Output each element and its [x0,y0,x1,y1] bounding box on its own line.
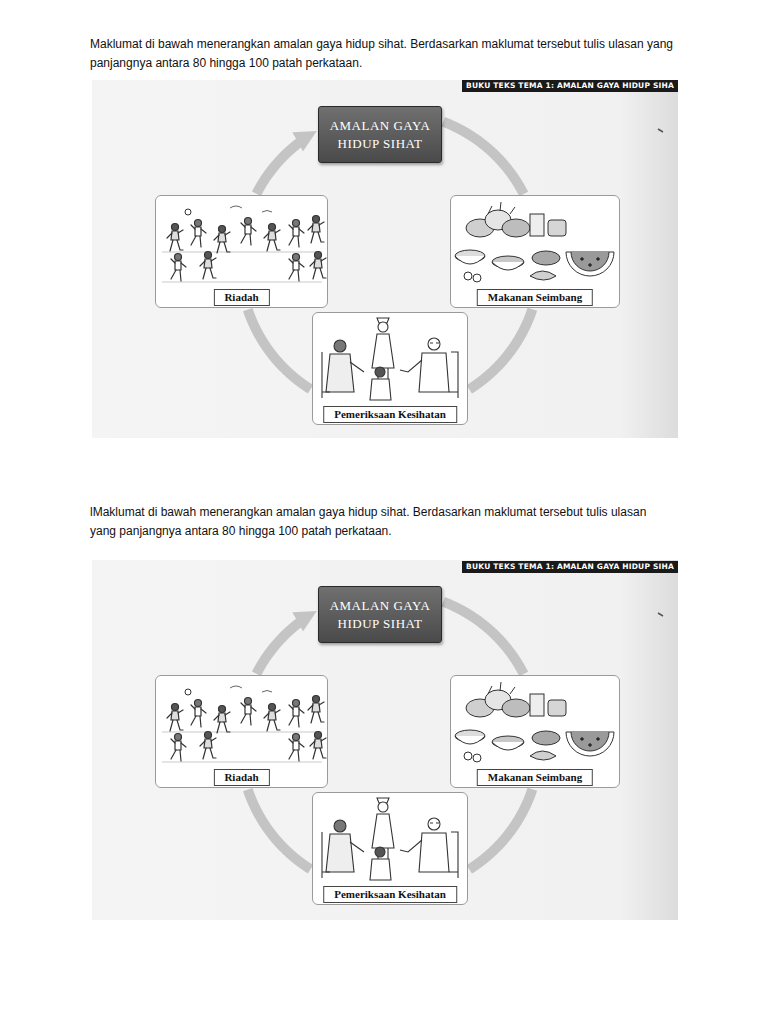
box-label: Pemeriksaan Kesihatan [323,886,457,903]
header-strip: BUKU TEKS TEMA 1: AMALAN GAYA HIDUP SIHA [462,80,678,92]
instruction-text: Maklumat di bawah menerangkan amalan gay… [90,35,692,73]
box-label: Riadah [213,769,269,786]
header-strip: BUKU TEKS TEMA 1: AMALAN GAYA HIDUP SIHA [462,561,678,573]
box-label: Makanan Seimbang [477,769,593,786]
picture-box: Riadah [155,195,328,308]
picture-box: Pemeriksaan Kesihatan [312,312,468,425]
cycle-arc [443,602,523,674]
box-label: AMALAN GAYA HIDUP SIHAT [327,117,433,152]
cycle-arc [248,790,311,870]
title-box: AMALAN GAYA HIDUP SIHAT [318,106,442,163]
scan-speck [658,613,663,616]
cycle-arc [256,131,316,194]
picture-box: Makanan Seimbang [450,195,620,308]
picture-box: Makanan Seimbang [450,675,620,788]
cycle-arc [469,309,532,389]
box-label: Riadah [213,289,269,306]
instruction-text: lMaklumat di bawah menerangkan amalan ga… [90,503,656,541]
illustration-copy [155,195,620,425]
box-label: Makanan Seimbang [477,289,593,306]
cycle-arc [469,789,532,869]
cycle-arc [248,310,311,390]
scan-panel [92,560,678,920]
illustration-copy [155,675,620,905]
box-label: Pemeriksaan Kesihatan [323,406,457,423]
picture-box: Riadah [155,675,328,788]
scan-speck [658,129,663,132]
cycle-arc [256,611,316,674]
cycle-arc [443,122,523,194]
picture-box: Pemeriksaan Kesihatan [312,792,468,905]
box-label: AMALAN GAYA HIDUP SIHAT [327,597,433,632]
scan-panel [92,80,678,438]
title-box: AMALAN GAYA HIDUP SIHAT [318,586,442,643]
